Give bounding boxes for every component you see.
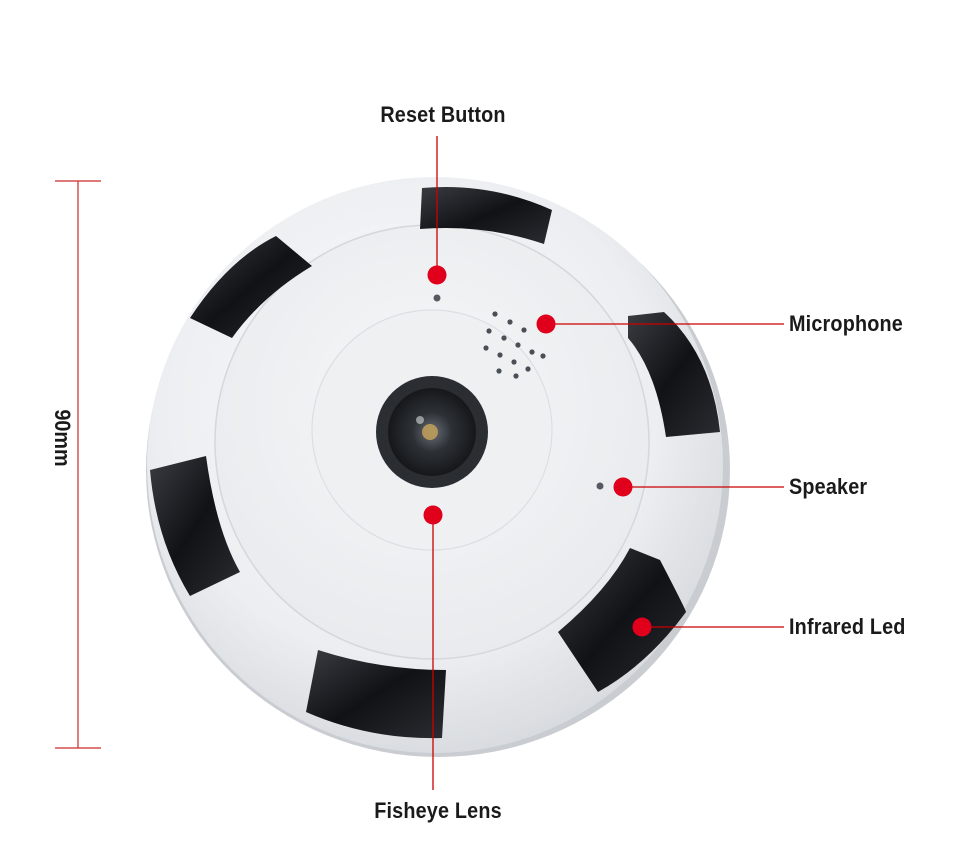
lens-center [422, 424, 438, 440]
marker-fisheye-lens [423, 505, 443, 525]
marker-speaker [613, 477, 633, 497]
microphone-hole [521, 327, 527, 333]
microphone-hole [497, 352, 503, 358]
microphone-hole [513, 373, 519, 379]
microphone-hole [496, 368, 502, 374]
ir-window-bottom [306, 650, 446, 739]
ir-window-lower-right [558, 548, 686, 692]
microphone-hole [529, 349, 535, 355]
label-infrared-led: Infrared Led [789, 614, 906, 639]
microphone-hole [501, 335, 507, 341]
microphone-hole [515, 342, 521, 348]
ir-window-left [150, 456, 240, 596]
leader-lines [432, 136, 784, 790]
lens-glint [416, 416, 424, 424]
callout-markers [423, 265, 652, 637]
ir-window-top-left [190, 236, 312, 338]
label-microphone: Microphone [789, 311, 904, 336]
microphone-hole [511, 359, 517, 365]
label-fisheye-lens: Fisheye Lens [374, 798, 502, 823]
label-reset-button: Reset Button [380, 102, 506, 127]
marker-infrared-led [632, 617, 652, 637]
ir-window-right [628, 312, 720, 437]
microphone-hole [525, 366, 531, 372]
marker-microphone [536, 314, 556, 334]
dimension-marker [55, 180, 101, 749]
microphone-grille [483, 311, 546, 379]
speaker-hole [596, 482, 604, 490]
microphone-hole [507, 319, 513, 325]
label-speaker: Speaker [789, 474, 868, 499]
dimension-label: 90mm [50, 409, 75, 467]
microphone-hole [492, 311, 498, 317]
ir-window-top [420, 186, 552, 244]
infrared-windows [150, 186, 720, 739]
marker-reset-button [427, 265, 447, 285]
microphone-hole [540, 353, 546, 359]
reset-hole [433, 294, 441, 302]
microphone-hole [486, 328, 492, 334]
microphone-hole [483, 345, 489, 351]
